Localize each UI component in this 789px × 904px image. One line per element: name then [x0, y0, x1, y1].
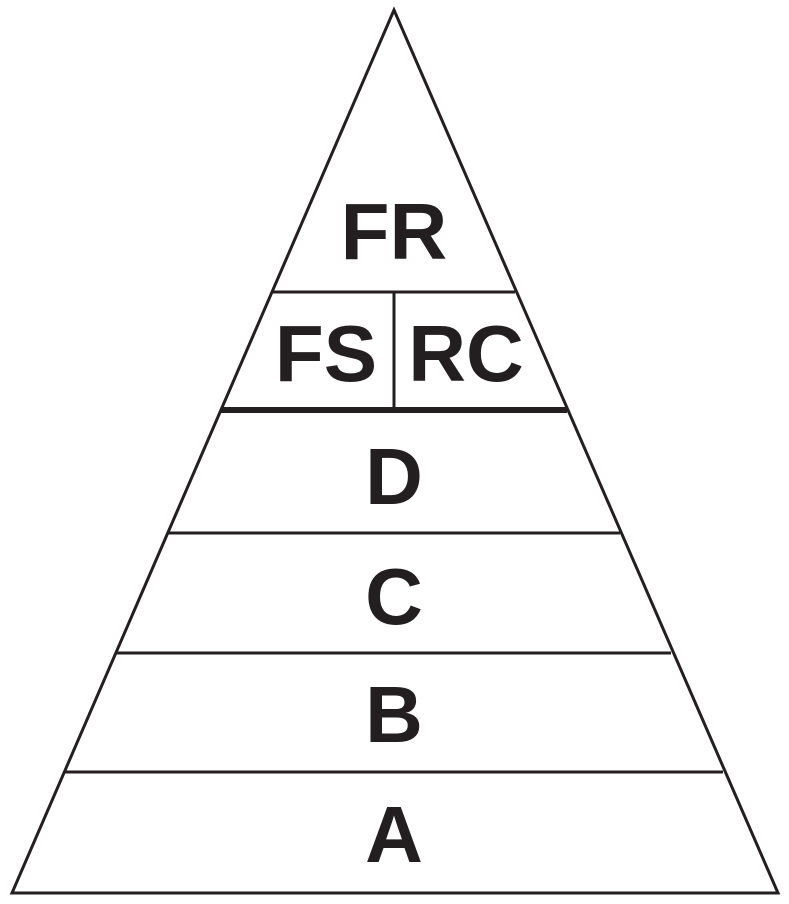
level-label-b: B: [365, 670, 423, 759]
level-label-a: A: [365, 790, 423, 879]
level-label-d: D: [365, 432, 423, 521]
level-label-fs: FS: [275, 309, 377, 398]
level-label-rc: RC: [408, 309, 524, 398]
level-label-fr: FR: [341, 187, 448, 276]
level-label-c: C: [365, 552, 423, 641]
pyramid-outline: [9, 6, 781, 895]
